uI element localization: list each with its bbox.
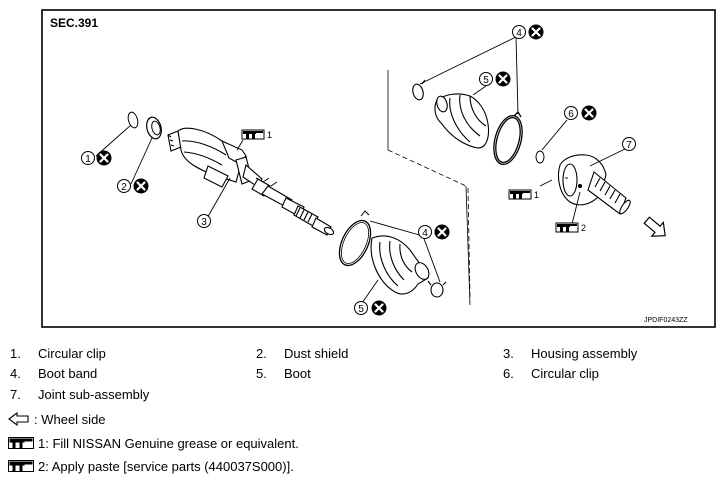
legend-number: 2. (256, 346, 267, 361)
grease-note-text: 1: Fill NISSAN Genuine grease or equival… (38, 435, 299, 451)
circular-clip-6 (535, 150, 545, 164)
svg-text:7: 7 (626, 140, 632, 151)
callout-5-lower: 5 (354, 299, 388, 317)
do-not-reuse-icon (95, 149, 113, 167)
legend-row: 4. Boot band 5. Boot 6. Circular clip (0, 366, 717, 386)
callout-3: 3 (197, 214, 211, 228)
do-not-reuse-icon (370, 299, 388, 317)
grease-marker-right: 1 (508, 189, 539, 200)
grease-gun-icon (555, 222, 579, 233)
legend-label: Circular clip (38, 346, 106, 361)
svg-text:5: 5 (358, 304, 364, 315)
do-not-reuse-icon (132, 177, 150, 195)
grease-gun-icon (508, 189, 532, 200)
figure-code: JPDIF0243ZZ (644, 317, 688, 324)
callout-4-lower: 4 (418, 223, 451, 241)
legend-number: 7. (10, 387, 21, 402)
svg-text:1: 1 (534, 190, 539, 200)
wheel-side-note: : Wheel side (8, 409, 106, 429)
legend-label: Circular clip (531, 366, 599, 381)
legend-row: 7. Joint sub-assembly (0, 387, 717, 407)
svg-text:3: 3 (201, 217, 207, 228)
boot-lower (370, 235, 430, 295)
svg-text:1: 1 (85, 154, 91, 165)
svg-text:1: 1 (267, 130, 272, 140)
do-not-reuse-icon (494, 70, 512, 88)
boot-band-lower-left (338, 219, 372, 267)
wheel-side-arrow-icon (643, 216, 666, 237)
callout-1: 1 (81, 149, 113, 167)
axle-shaft (251, 178, 335, 236)
dust-shield (146, 116, 162, 140)
grease-gun-icon (241, 129, 265, 140)
svg-text:2: 2 (581, 223, 586, 233)
paste-note: 2: Apply paste [service parts (440037S00… (8, 456, 294, 476)
callout-5-upper: 5 (479, 70, 512, 88)
callout-4-upper: 4 (512, 23, 545, 41)
legend-label: Dust shield (284, 346, 349, 361)
legend-number: 4. (10, 366, 21, 381)
exploded-view-diagram: SEC.391 JPDIF0243ZZ (41, 9, 716, 328)
legend-label: Boot (284, 366, 311, 381)
callout-6: 6 (564, 104, 598, 122)
legend-row: 1. Circular clip 2. Dust shield 3. Housi… (0, 346, 717, 366)
grease-gun-icon (8, 460, 34, 472)
boot-band-upper-right (493, 110, 523, 166)
do-not-reuse-icon (580, 104, 598, 122)
svg-text:4: 4 (422, 228, 428, 239)
grease-marker-left: 1 (241, 129, 272, 140)
legend-label: Joint sub-assembly (38, 387, 150, 402)
grease-gun-icon (8, 437, 34, 449)
svg-text:4: 4 (516, 28, 522, 39)
legend-number: 5. (256, 366, 267, 381)
paste-marker: 2 (555, 222, 586, 233)
legend-number: 6. (503, 366, 514, 381)
legend-label: Housing assembly (531, 346, 638, 361)
callout-2: 2 (117, 177, 150, 195)
legend-number: 1. (10, 346, 21, 361)
legend-number: 3. (503, 346, 514, 361)
boot-upper (434, 93, 490, 149)
do-not-reuse-icon (527, 23, 545, 41)
callout-7: 7 (622, 137, 636, 151)
figure-frame (41, 9, 716, 328)
wheel-side-arrow-icon (8, 412, 29, 426)
svg-text:6: 6 (568, 109, 574, 120)
boot-band-lower-right (427, 280, 447, 298)
svg-text:2: 2 (121, 182, 127, 193)
do-not-reuse-icon (433, 223, 451, 241)
joint-sub-assembly (557, 154, 631, 215)
wheel-side-label: : Wheel side (34, 411, 106, 427)
svg-text:5: 5 (483, 75, 489, 86)
section-label: SEC.391 (50, 16, 98, 30)
grease-note: 1: Fill NISSAN Genuine grease or equival… (8, 433, 299, 453)
paste-note-text: 2: Apply paste [service parts (440037S00… (38, 458, 294, 474)
legend-label: Boot band (38, 366, 98, 381)
circular-clip-1 (127, 111, 139, 129)
